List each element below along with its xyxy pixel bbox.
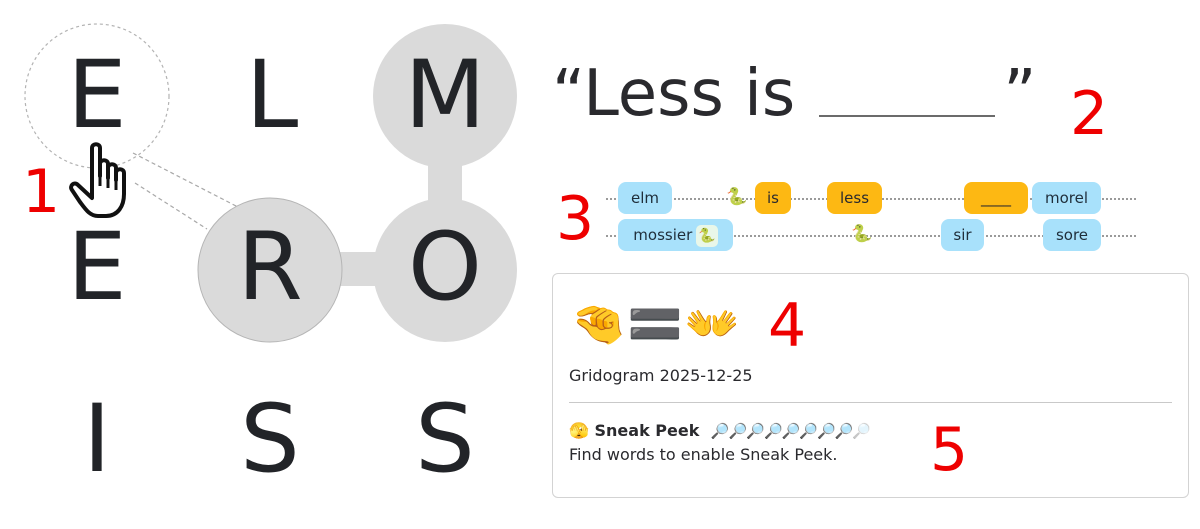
word-chip[interactable]: sore [1043, 219, 1101, 251]
word-chip[interactable]: less [827, 182, 882, 214]
annotation-4: 4 [768, 291, 807, 361]
letter: S [240, 385, 300, 494]
letter: E [67, 41, 127, 150]
magnifier-icon: 🔎 [710, 422, 730, 440]
dotted-track [606, 235, 1136, 237]
magnifier-icon: 🔎 [746, 422, 765, 440]
grid-cell-4[interactable]: E [25, 196, 169, 340]
magnifier-icon: 🔎 [728, 422, 748, 440]
sneak-peek-header[interactable]: 🫣 Sneak Peek 🔎🔎🔎🔎🔎🔎🔎🔎🔎 [569, 421, 871, 440]
annotation-2: 2 [1070, 79, 1109, 149]
magnifier-icon: 🔎 [763, 422, 783, 440]
annotation-3: 3 [556, 184, 595, 254]
word-chip-label: mossier [633, 226, 693, 244]
emoji-answer: 🤏🟰👐 [571, 299, 742, 350]
magnifier-icon: 🔎 [817, 422, 836, 440]
magnifier-icon: 🔎 [852, 422, 871, 440]
letter: S [415, 385, 475, 494]
word-chip[interactable]: morel [1032, 182, 1101, 214]
puzzle-date: Gridogram 2025-12-25 [569, 366, 753, 385]
letter: E [67, 213, 127, 322]
magnifier-icon: 🔎 [781, 422, 801, 440]
pointer-hand-icon [69, 142, 126, 218]
quote-close: ” [1003, 57, 1037, 131]
magnifier-icon: 🔎 [834, 422, 854, 440]
grid-cell-7[interactable]: I [25, 368, 169, 512]
snake-icon: 🐍 [726, 187, 748, 207]
grid-cell-1[interactable]: E [25, 24, 169, 168]
sneak-peek-description: Find words to enable Sneak Peek. [569, 445, 838, 464]
letter: O [408, 213, 482, 322]
quote-puzzle: “Less is” [552, 62, 1036, 126]
quote-blank [819, 113, 996, 117]
trail-line [132, 152, 239, 208]
annotation-1: 1 [22, 157, 61, 227]
letter: L [245, 41, 299, 150]
divider [569, 402, 1172, 403]
word-chip[interactable]: is [755, 182, 791, 214]
selection-path [24, 23, 517, 343]
magnifier-icon: 🔎 [799, 422, 818, 440]
hover-circle-e [24, 23, 170, 169]
highlight-circle-r [197, 197, 343, 343]
snake-icon: 🐍 [696, 225, 718, 247]
magnifier-meter: 🔎🔎🔎🔎🔎🔎🔎🔎🔎 [710, 422, 871, 440]
letter: M [404, 41, 486, 150]
word-chip-blank[interactable]: ____ [964, 182, 1028, 214]
trail-line [134, 182, 208, 230]
word-chip[interactable]: mossier🐍 [618, 219, 733, 251]
grid-cell-9[interactable]: S [373, 368, 517, 512]
highlight-circle-m [373, 24, 517, 168]
word-chip[interactable]: elm [618, 182, 672, 214]
word-row-1: elm 🐍 is less ____ morel [606, 182, 1136, 214]
grid-cell-5[interactable]: R [198, 196, 342, 340]
letter: R [237, 213, 303, 322]
grid-cell-6[interactable]: O [373, 196, 517, 340]
grid-cell-8[interactable]: S [198, 368, 342, 512]
result-card: 🤏🟰👐 Gridogram 2025-12-25 🫣 Sneak Peek 🔎🔎… [552, 273, 1189, 498]
peek-face-icon: 🫣 [569, 421, 589, 440]
annotation-5: 5 [930, 415, 969, 485]
highlight-circle-o [373, 198, 517, 342]
sneak-peek-title: Sneak Peek [594, 421, 700, 440]
letter: I [83, 385, 111, 494]
grid-cell-2[interactable]: L [200, 24, 344, 168]
word-row-2: mossier🐍 🐍 sir sore [606, 219, 1136, 251]
snake-icon: 🐍 [851, 224, 873, 244]
quote-text: “Less is [552, 57, 796, 131]
letter-grid: E L M E R O I S S 1 [0, 0, 540, 529]
grid-cell-3[interactable]: M [373, 24, 517, 168]
word-chip[interactable]: sir [941, 219, 984, 251]
